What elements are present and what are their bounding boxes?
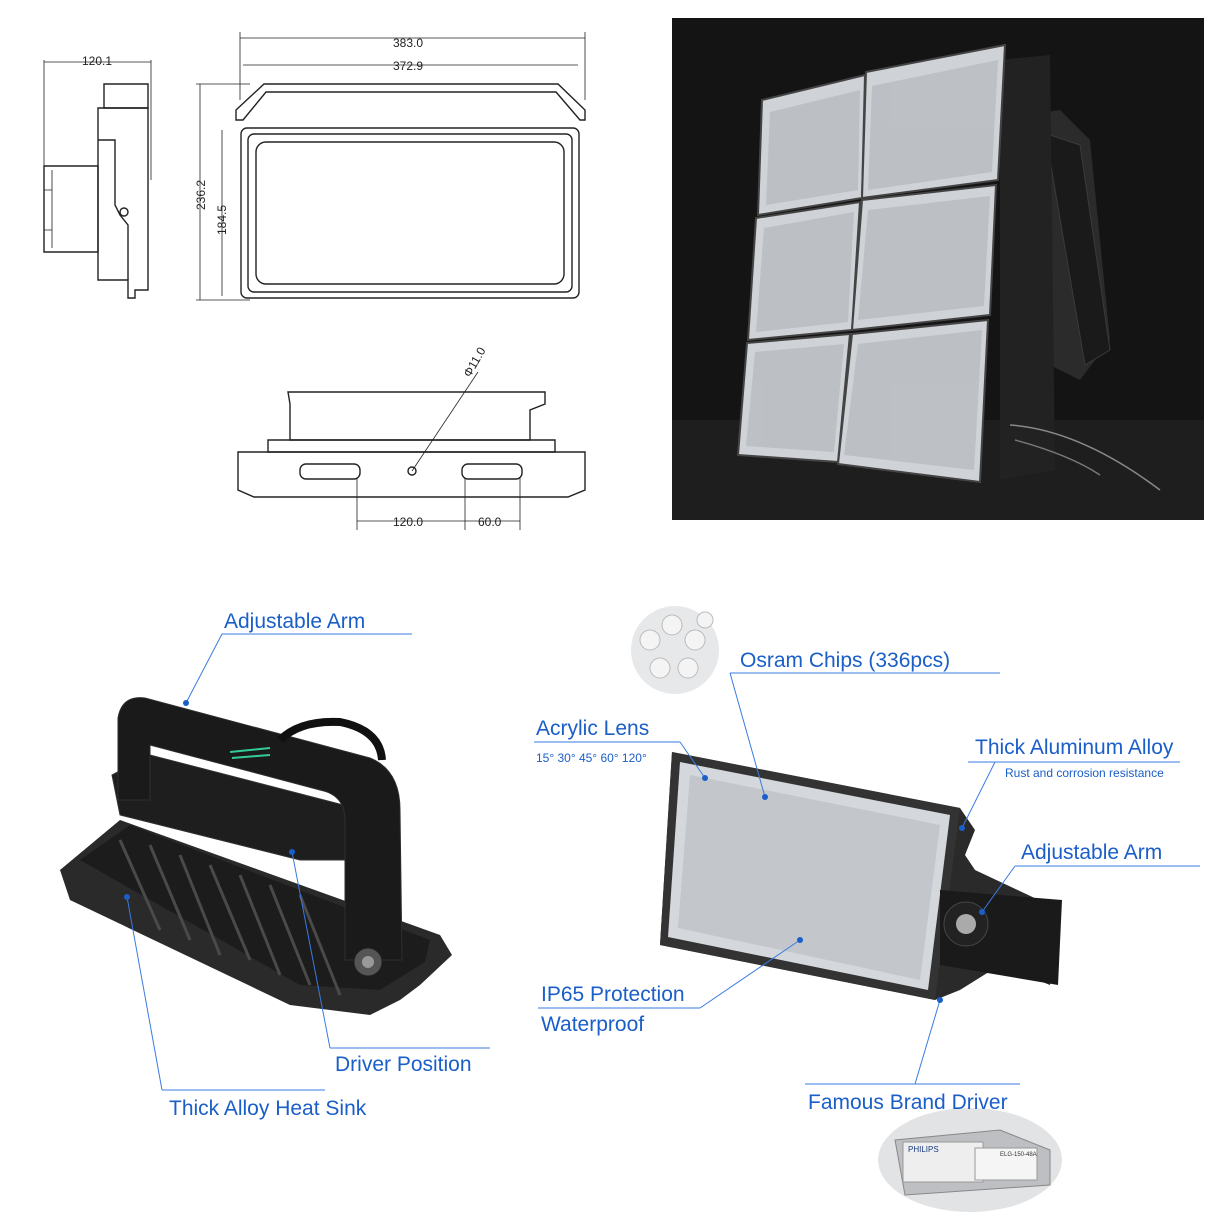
callout-ip65: IP65 Protection: [541, 983, 685, 1006]
chip-closeup-image: [631, 606, 719, 694]
driver-model: ELG-150-48A: [1000, 1152, 1037, 1158]
callout-adjustable-arm-right: Adjustable Arm: [1021, 841, 1162, 864]
callout-lens-angles: 15° 30° 45° 60° 120°: [536, 751, 647, 765]
front-view-product: [660, 752, 1062, 1000]
callout-acrylic-lens: Acrylic Lens: [536, 717, 649, 740]
dim-front-width-inner: 372.9: [393, 59, 423, 73]
dim-front-height-outer: 236.2: [194, 180, 208, 210]
front-view-drawing: 383.0 372.9 236.2 184.5: [194, 32, 586, 301]
dim-front-height-inner: 184.5: [215, 205, 229, 235]
callout-heat-sink: Thick Alloy Heat Sink: [169, 1097, 367, 1120]
right-callouts: Osram Chips (336pcs) Acrylic Lens 15° 30…: [534, 649, 1200, 1114]
callout-adjustable-arm-left: Adjustable Arm: [224, 610, 365, 633]
back-view-product: [60, 697, 452, 1015]
callout-driver: Famous Brand Driver: [808, 1091, 1008, 1114]
callout-aluminum-alloy: Thick Aluminum Alloy: [975, 736, 1174, 759]
callout-waterproof: Waterproof: [541, 1013, 644, 1036]
driver-brand: PHILIPS: [908, 1145, 939, 1154]
left-callouts: Adjustable Arm Driver Position Thick All…: [124, 610, 490, 1120]
side-view-drawing: 120.1: [43, 54, 152, 299]
driver-photo: PHILIPS ELG-150-48A: [878, 1108, 1062, 1212]
dim-hole-spacing-1: 120.0: [393, 515, 423, 529]
callout-driver-position: Driver Position: [335, 1053, 472, 1076]
product-photo: [672, 18, 1204, 520]
callout-osram-chips: Osram Chips (336pcs): [740, 649, 950, 672]
dim-side-width: 120.1: [82, 54, 112, 68]
dim-hole-spacing-2: 60.0: [478, 515, 502, 529]
dim-hole-diameter: Φ11.0: [460, 344, 488, 379]
dim-front-width-outer: 383.0: [393, 36, 423, 50]
callout-aluminum-sub: Rust and corrosion resistance: [1005, 766, 1164, 780]
bottom-view-drawing: Φ11.0 120.0 60.0: [237, 344, 586, 530]
